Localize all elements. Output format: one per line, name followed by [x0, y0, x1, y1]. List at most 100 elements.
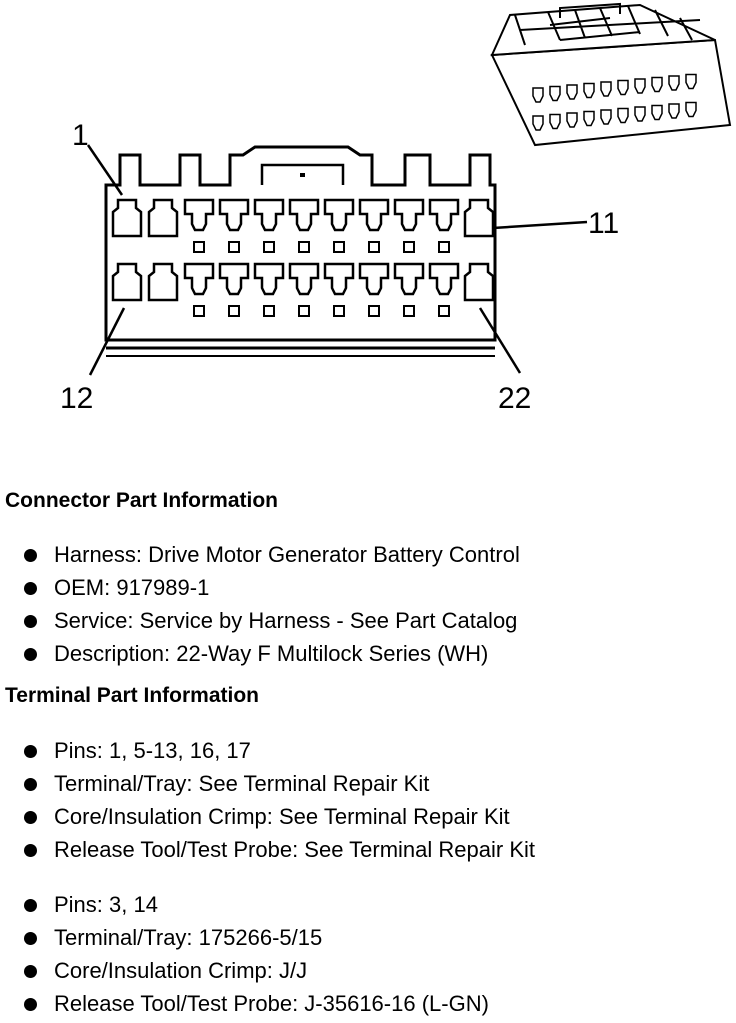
t-cavity: [253, 198, 285, 232]
lock-window: [403, 241, 415, 253]
bullet-icon: [24, 582, 37, 595]
item-text: Terminal/Tray: 175266-5/15: [54, 925, 323, 950]
item-text: Core/Insulation Crimp: See Terminal Repa…: [54, 804, 510, 829]
list-item: OEM: 917989-1: [0, 574, 520, 607]
iso-cavity: [532, 87, 544, 103]
item-text: Service: Service by Harness - See Part C…: [54, 608, 518, 633]
iso-cavity: [600, 109, 612, 125]
leader-12: [88, 307, 126, 376]
list-item: Release Tool/Test Probe: J-35616-16 (L-G…: [0, 990, 489, 1023]
lock-window: [368, 305, 380, 317]
round-cavity: [147, 262, 179, 302]
callout-label-12: 12: [60, 382, 93, 415]
list-item: Description: 22-Way F Multilock Series (…: [0, 640, 520, 673]
item-text: Harness: Drive Motor Generator Battery C…: [54, 542, 520, 567]
callout-label-22: 22: [498, 382, 531, 415]
iso-cavity: [566, 84, 578, 100]
item-text: OEM: 917989-1: [54, 575, 210, 600]
iso-cavity: [583, 82, 595, 99]
terminal-part-info-list-2: Pins: 3, 14 Terminal/Tray: 175266-5/15 C…: [0, 891, 489, 1023]
item-text: Terminal/Tray: See Terminal Repair Kit: [54, 771, 430, 796]
lock-window: [228, 305, 240, 317]
item-text: Release Tool/Test Probe: J-35616-16 (L-G…: [54, 991, 489, 1016]
terminal-part-info-heading: Terminal Part Information: [5, 684, 259, 707]
t-cavity: [323, 262, 355, 296]
iso-cavity: [634, 106, 646, 122]
lock-window: [403, 305, 415, 317]
bullet-icon: [24, 745, 37, 758]
t-cavity: [218, 198, 250, 232]
t-cavity: [323, 198, 355, 232]
iso-cavity: [685, 73, 697, 90]
bullet-icon: [24, 549, 37, 562]
round-cavity: [111, 262, 143, 302]
round-cavity: [463, 198, 495, 238]
iso-cavity: [549, 85, 561, 102]
list-item: Pins: 1, 5-13, 16, 17: [0, 737, 535, 770]
iso-cavity: [549, 113, 561, 130]
t-cavity: [393, 262, 425, 296]
t-cavity: [288, 262, 320, 296]
callout-label-11: 11: [588, 207, 619, 240]
item-text: Description: 22-Way F Multilock Series (…: [54, 641, 489, 666]
connector-part-info-list: Harness: Drive Motor Generator Battery C…: [0, 541, 520, 673]
iso-cavity: [566, 112, 578, 128]
iso-cavity: [651, 104, 663, 121]
iso-cavity-array: [532, 73, 697, 131]
lock-window: [298, 305, 310, 317]
bullet-icon: [24, 932, 37, 945]
lock-window: [193, 305, 205, 317]
round-cavity: [463, 262, 495, 302]
bullet-icon: [24, 648, 37, 661]
connector-housing-outline: [104, 145, 497, 342]
t-cavity: [183, 262, 215, 296]
bullet-icon: [24, 965, 37, 978]
t-cavity: [183, 198, 215, 232]
iso-cavity: [685, 101, 697, 118]
item-text: Core/Insulation Crimp: J/J: [54, 958, 308, 983]
connector-face: [104, 145, 497, 357]
iso-cavity: [583, 110, 595, 127]
t-cavity: [288, 198, 320, 232]
item-text: Pins: 1, 5-13, 16, 17: [54, 738, 251, 763]
lock-window: [193, 241, 205, 253]
bullet-icon: [24, 615, 37, 628]
t-cavity: [428, 262, 460, 296]
iso-cavity: [651, 76, 663, 93]
list-item: Core/Insulation Crimp: J/J: [0, 957, 489, 990]
connector-diagram: 1 11 12 22: [60, 2, 732, 415]
list-item: Harness: Drive Motor Generator Battery C…: [0, 541, 520, 574]
lock-window: [263, 305, 275, 317]
lock-window: [298, 241, 310, 253]
list-item: Terminal/Tray: 175266-5/15: [0, 924, 489, 957]
iso-cavity: [600, 81, 612, 97]
iso-cavity: [617, 107, 629, 124]
terminal-cavities: [111, 198, 495, 317]
lock-window: [263, 241, 275, 253]
list-item: Pins: 3, 14: [0, 891, 489, 924]
list-item: Terminal/Tray: See Terminal Repair Kit: [0, 770, 535, 803]
connector-part-info-heading: Connector Part Information: [5, 489, 279, 512]
lock-window: [438, 241, 450, 253]
t-cavity: [358, 262, 390, 296]
leader-1: [86, 144, 124, 196]
iso-cavity: [634, 78, 646, 94]
terminal-part-info-list-1: Pins: 1, 5-13, 16, 17 Terminal/Tray: See…: [0, 737, 535, 869]
list-item: Release Tool/Test Probe: See Terminal Re…: [0, 836, 535, 869]
callout-label-1: 1: [72, 119, 89, 152]
bullet-icon: [24, 844, 37, 857]
item-text: Pins: 3, 14: [54, 892, 158, 917]
bullet-icon: [24, 811, 37, 824]
iso-top-ribs: [514, 5, 701, 46]
iso-cavity: [532, 115, 544, 131]
list-item: Service: Service by Harness - See Part C…: [0, 607, 520, 640]
bullet-icon: [24, 998, 37, 1011]
t-cavity: [428, 198, 460, 232]
bullet-icon: [24, 899, 37, 912]
lock-window: [368, 241, 380, 253]
callout-leaders: [86, 144, 588, 376]
t-cavity: [218, 262, 250, 296]
connector-3d-illustration: [490, 2, 732, 147]
t-cavity: [358, 198, 390, 232]
iso-cavity: [617, 79, 629, 96]
